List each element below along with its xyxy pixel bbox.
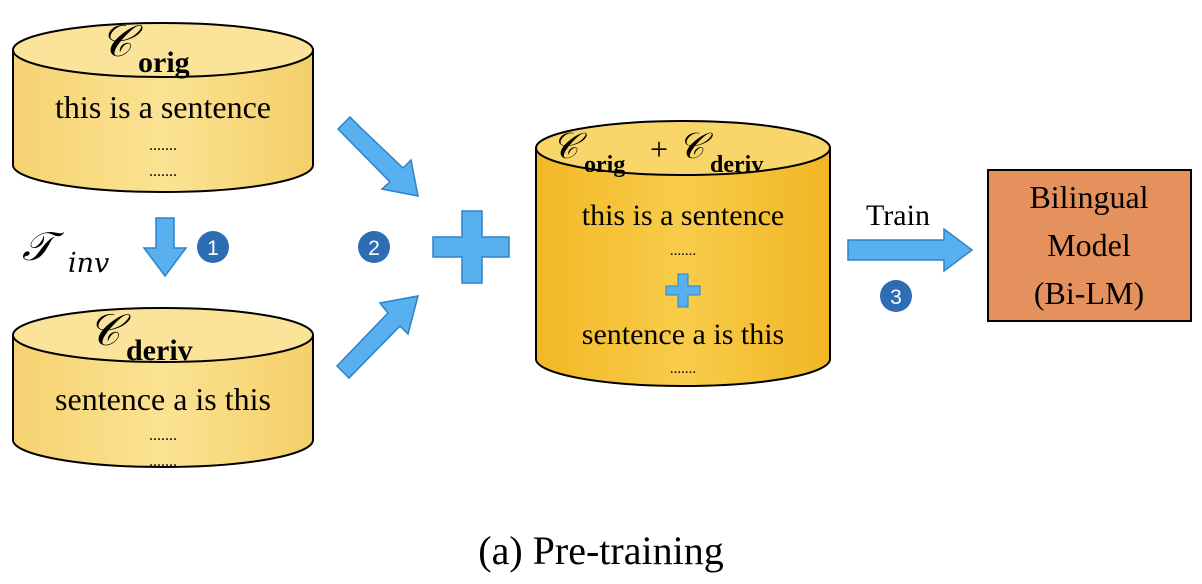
corpus-deriv-cylinder: 𝒞 deriv sentence a is this ....... .....… — [12, 305, 314, 470]
corpus-deriv-subscript: deriv — [126, 334, 193, 367]
combined-subscript-2: deriv — [710, 152, 763, 178]
down-arrow — [142, 217, 188, 278]
corpus-deriv-dots1: ....... — [149, 427, 177, 444]
step-1-badge: 1 — [197, 231, 229, 263]
step-3-badge: 3 — [880, 280, 912, 312]
step-1-number: 1 — [207, 237, 219, 260]
transform-subscript: inv — [68, 248, 109, 279]
diagonal-arrow-top — [336, 115, 419, 197]
diagonal-arrow-bottom — [335, 295, 420, 380]
model-line1: Bilingual — [1029, 179, 1148, 215]
step-2-badge: 2 — [358, 231, 390, 263]
combined-plus-icon — [665, 273, 701, 308]
bilingual-model-box: Bilingual Model (Bi-LM) — [987, 169, 1192, 322]
step-2-number: 2 — [368, 237, 380, 260]
combined-line1: this is a sentence — [582, 199, 784, 232]
combined-plus-text: + — [650, 131, 668, 167]
corpus-orig-line1: this is a sentence — [55, 89, 271, 125]
transform-label: 𝒯 inv — [22, 224, 109, 279]
combine-plus-icon — [432, 210, 510, 284]
model-line3: (Bi-LM) — [1034, 275, 1144, 311]
combined-dots2: ....... — [670, 361, 696, 377]
step-3-number: 3 — [890, 286, 902, 309]
train-arrow — [847, 227, 974, 273]
corpus-orig-dots1: ....... — [149, 137, 177, 154]
train-label: Train — [866, 199, 930, 232]
figure-caption: (a) Pre-training — [478, 528, 723, 573]
model-line2: Model — [1047, 227, 1131, 263]
corpus-orig-dots2: ....... — [149, 163, 177, 180]
transform-symbol: 𝒯 — [22, 224, 65, 270]
corpus-combined-cylinder: 𝒞 orig + 𝒞 deriv this is a sentence ....… — [535, 120, 831, 387]
combined-subscript-1: orig — [584, 152, 625, 178]
corpus-orig-cylinder: 𝒞 orig this is a sentence ....... ......… — [12, 16, 314, 193]
combined-line2: sentence a is this — [582, 318, 784, 351]
corpus-deriv-dots2: ....... — [149, 453, 177, 470]
corpus-orig-subscript: orig — [138, 46, 190, 79]
combined-dots1: ....... — [670, 243, 696, 259]
corpus-deriv-line1: sentence a is this — [55, 381, 271, 417]
